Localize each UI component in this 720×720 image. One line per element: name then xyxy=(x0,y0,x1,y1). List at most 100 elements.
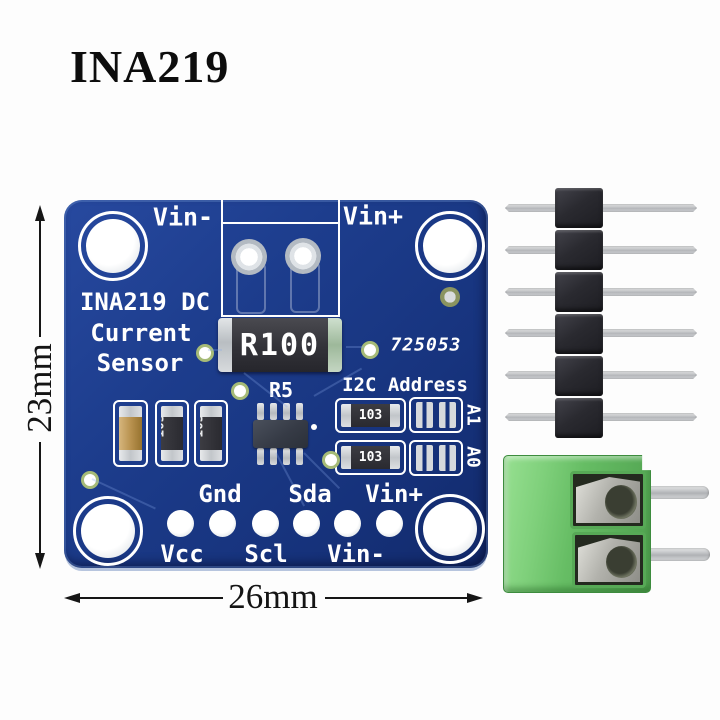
terminal-pin xyxy=(643,548,710,561)
mounting-hole xyxy=(415,211,485,281)
shunt-hole xyxy=(285,238,321,274)
silkscreen-line xyxy=(338,200,340,317)
via xyxy=(322,451,340,469)
resistor-cap xyxy=(341,446,351,469)
capacitor-cap xyxy=(119,450,142,461)
resistor-value: 103 xyxy=(358,408,383,423)
terminal-opening xyxy=(570,471,646,529)
smd-resistor: 103 xyxy=(200,406,222,461)
ic-pin xyxy=(296,403,303,420)
chip-resistor: 103 xyxy=(341,446,400,469)
resistor-cap xyxy=(200,450,222,461)
chip-resistor: 103 xyxy=(341,404,400,427)
jumper-pad xyxy=(416,402,434,428)
resistor-cap xyxy=(161,406,183,417)
ic-pin xyxy=(257,448,264,465)
dimension-arrowhead-down xyxy=(35,553,45,569)
via xyxy=(361,341,379,359)
smd-resistor: 103 xyxy=(161,406,183,461)
pin-label-vin-minus: Vin- xyxy=(327,540,385,568)
dimension-arrowhead-right xyxy=(467,593,483,603)
pin-label-vcc: Vcc xyxy=(160,540,204,568)
header-insulator xyxy=(555,188,603,228)
ic-pin xyxy=(283,448,290,465)
terminal-block xyxy=(503,455,710,593)
ic-pin xyxy=(283,403,290,420)
product-title: INA219 xyxy=(70,41,230,92)
mounting-hole xyxy=(78,211,148,281)
jumper-pad xyxy=(416,445,434,471)
ic-pin xyxy=(270,448,277,465)
dimension-arrowhead-up xyxy=(35,205,45,221)
header-insulator xyxy=(555,272,603,312)
via xyxy=(196,344,214,362)
test-pad xyxy=(440,287,460,307)
board-label-vin-plus-top: Vin+ xyxy=(342,201,404,231)
mounting-hole xyxy=(73,496,143,566)
board-serial-number: 725053 xyxy=(390,334,462,356)
ic-pin xyxy=(257,403,264,420)
i2c-address-title: I2C Address xyxy=(342,374,468,396)
trace xyxy=(208,349,222,351)
header-insulator xyxy=(555,356,603,396)
pin-label-sda: Sda xyxy=(288,480,332,508)
clamp-hole xyxy=(604,485,637,519)
ic-pin xyxy=(296,448,303,465)
resistor-cap xyxy=(328,318,342,372)
dimension-line xyxy=(39,219,41,337)
i2c-resistor-box: 103 xyxy=(335,440,406,475)
board-description-line3: Sensor xyxy=(96,349,184,377)
pcb-board: Vin- Vin+ INA219 DC Current Sensor R100 … xyxy=(64,200,488,568)
ic-chip xyxy=(253,420,308,448)
resistor-value: 103 xyxy=(161,414,168,438)
height-dimension-label: 23mm xyxy=(20,343,59,433)
capacitor-box xyxy=(113,400,148,467)
via xyxy=(231,382,249,400)
jumper-label-a1: A1 xyxy=(462,404,484,426)
shunt-hole xyxy=(231,239,267,275)
ic-pin xyxy=(270,403,277,420)
resistor-box: 103 xyxy=(155,400,189,467)
smd-capacitor xyxy=(119,406,142,461)
silkscreen-dot xyxy=(311,424,317,430)
pin-hole xyxy=(334,510,361,537)
jumper-pad xyxy=(438,445,456,471)
resistor-cap xyxy=(161,450,183,461)
clamp-hole xyxy=(605,546,637,578)
pin-label-gnd: Gnd xyxy=(198,480,242,508)
solder-jumper-a0 xyxy=(409,440,463,476)
trace xyxy=(346,346,364,348)
ic-designator-label: R5 xyxy=(268,378,294,402)
dimension-line xyxy=(39,442,41,554)
resistor-cap xyxy=(341,404,351,427)
pin-label-vin-plus: Vin+ xyxy=(365,480,423,508)
width-dimension-label: 26mm xyxy=(228,577,318,616)
resistor-value: 103 xyxy=(358,450,383,465)
dimension-arrowhead-left xyxy=(64,593,80,603)
resistor-value: 103 xyxy=(200,414,207,438)
resistor-cap xyxy=(390,446,400,469)
dimension-line xyxy=(78,597,223,599)
terminal-body xyxy=(503,455,651,593)
pin-hole xyxy=(293,510,320,537)
pin-hole xyxy=(252,510,279,537)
silkscreen-line xyxy=(221,222,340,224)
header-insulator xyxy=(555,398,603,438)
header-insulator xyxy=(555,314,603,354)
mounting-hole xyxy=(415,494,485,564)
capacitor-body xyxy=(119,417,142,450)
pin-hole xyxy=(209,510,236,537)
resistor-cap xyxy=(200,406,222,417)
silkscreen-line xyxy=(221,315,340,317)
terminal-pin xyxy=(638,486,709,499)
pin-header xyxy=(505,188,697,442)
pin-hole xyxy=(167,510,194,537)
jumper-label-a0: A0 xyxy=(462,446,484,468)
board-description-line1: INA219 DC xyxy=(79,288,211,316)
board-description-line2: Current xyxy=(90,319,192,347)
resistor-cap xyxy=(218,318,232,372)
shunt-resistor-label: R100 xyxy=(239,327,321,363)
silkscreen-line xyxy=(221,200,223,317)
jumper-pad xyxy=(438,402,456,428)
